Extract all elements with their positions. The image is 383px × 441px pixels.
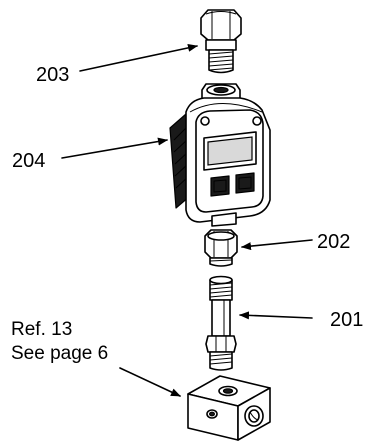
callout-201: 201 <box>330 309 363 331</box>
leader-204 <box>61 137 168 159</box>
callout-203: 203 <box>36 64 69 86</box>
extension-tube-201 <box>205 275 237 371</box>
leader-201 <box>239 311 313 320</box>
leader-203 <box>79 43 198 72</box>
meter-body-204 <box>169 83 271 227</box>
nut-202 <box>204 229 238 267</box>
callout-204: 204 <box>12 150 45 172</box>
callout-202: 202 <box>317 231 350 253</box>
mounting-block-ref-13 <box>187 375 271 441</box>
reference-line-1: Ref. 13 <box>11 319 72 340</box>
reference-line-2: See page 6 <box>11 343 108 364</box>
leader-ref-13 <box>119 367 181 397</box>
swivel-fitting-203 <box>200 9 242 74</box>
leader-202 <box>241 239 313 251</box>
